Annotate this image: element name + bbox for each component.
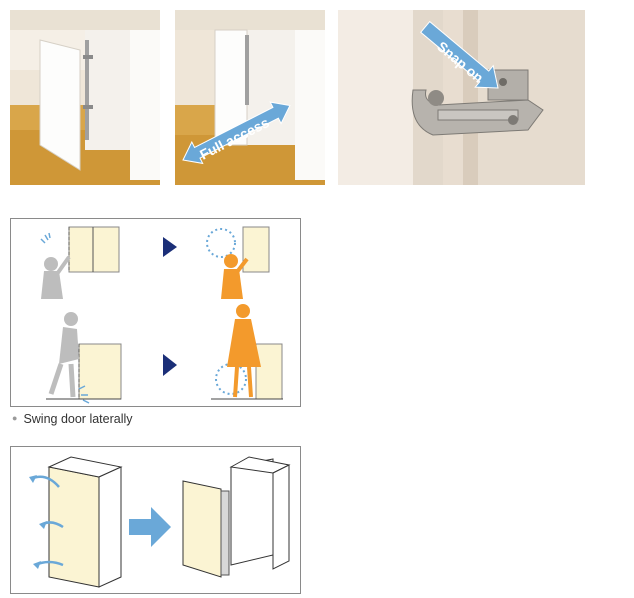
gray-figure-top [40,226,120,299]
photo-snap-on-hinge: Snap on [338,10,585,185]
caption-text: Swing door laterally [23,412,133,426]
photo-cabinet-door-open [10,10,160,185]
diagram-swing-door [10,446,301,594]
arrow-icon [163,237,177,257]
diagram-reach-comparison [10,218,301,407]
orange-figure-bottom [211,304,283,400]
photo-full-access: Full access [175,10,325,185]
arrow-icon [163,354,177,376]
closed-cabinet [29,456,123,588]
bullet-icon: ● [12,413,18,423]
full-access-label: Full access [197,114,272,163]
caption-swing-door: ● Swing door laterally [12,412,133,426]
orange-figure-top [206,226,270,299]
gray-figure-bottom [46,312,122,404]
snap-on-label: Snap on [434,38,487,86]
right-arrow-icon [129,507,171,547]
open-cabinet [182,456,291,578]
